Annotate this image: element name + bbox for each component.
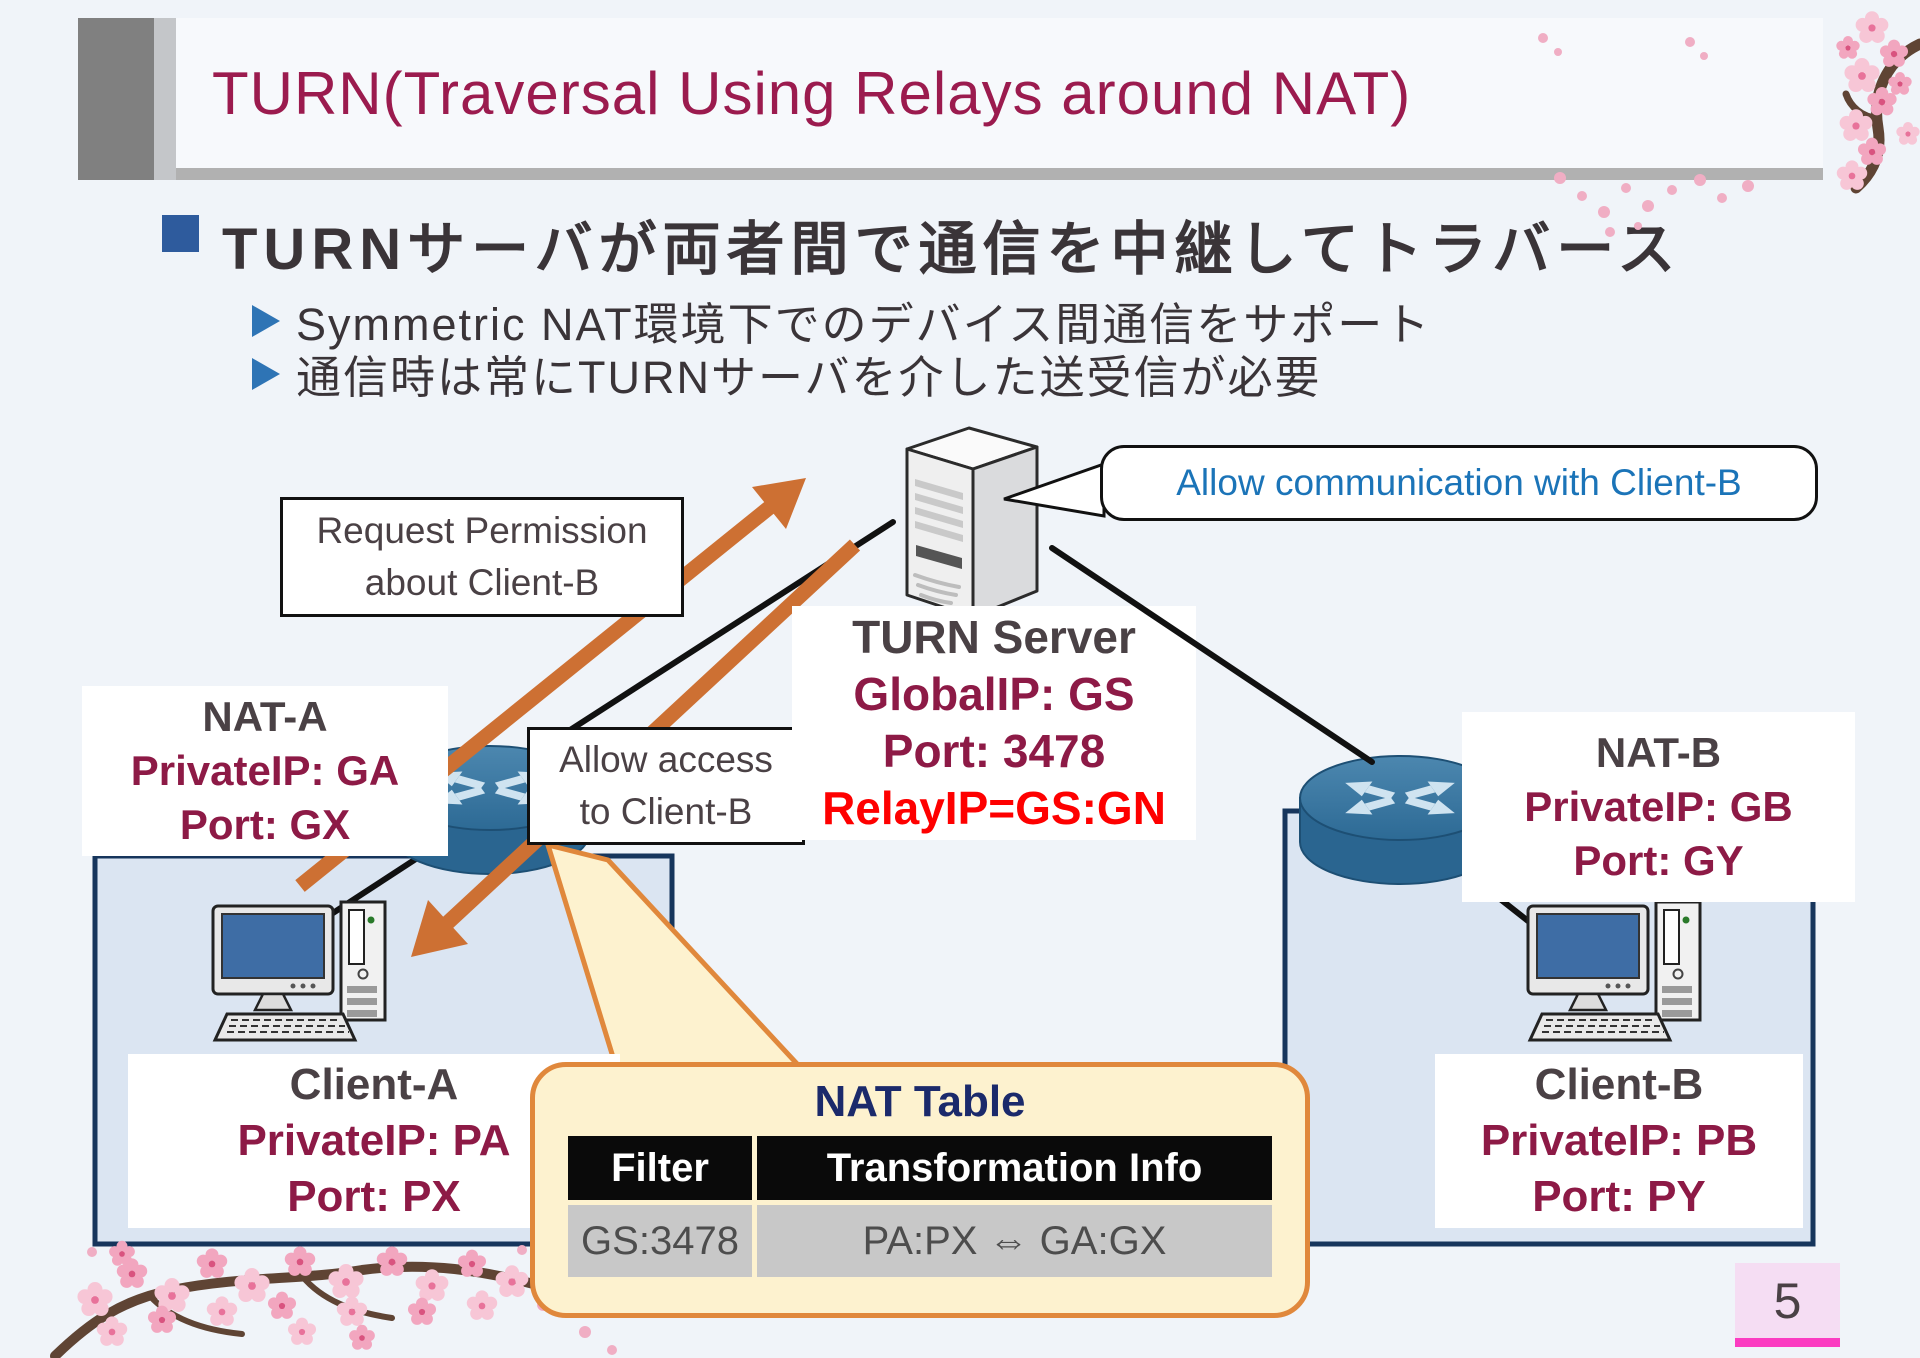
allow-access-line2: to Client-B bbox=[579, 791, 753, 832]
nat-table-callout: NAT Table Filter Transformation Info GS:… bbox=[530, 1062, 1310, 1318]
nat-a-private-ip: PrivateIP: GA bbox=[130, 747, 400, 794]
page-title: TURN(Traversal Using Relays around NAT) bbox=[212, 59, 1412, 127]
sub-bullet-2-text: 通信時は常にTURNサーバを介した送受信が必要 bbox=[296, 352, 1322, 403]
turn-server-relay-ip: RelayIP=GS:GN bbox=[822, 782, 1166, 834]
client-b-private-ip: PrivateIP: PB bbox=[1480, 1116, 1758, 1165]
title-panel bbox=[176, 18, 1823, 168]
nat-b-name: NAT-B bbox=[1595, 729, 1722, 776]
allow-access-line1: Allow access bbox=[559, 739, 773, 781]
turn-server-global-ip: GlobalIP: GS bbox=[853, 668, 1135, 720]
page-number: 5 bbox=[1773, 1272, 1802, 1329]
request-permission-line1: Request Permission bbox=[316, 510, 648, 552]
client-b-port: Port: PY bbox=[1532, 1172, 1706, 1221]
bullet-square-icon bbox=[162, 215, 199, 252]
client-b-label: Client-B PrivateIP: PB Port: PY bbox=[1435, 1054, 1803, 1228]
title-accent-block-dark bbox=[78, 18, 154, 180]
sub-bullet-arrow-icon bbox=[252, 304, 280, 337]
nat-b-private-ip: PrivateIP: GB bbox=[1524, 783, 1793, 830]
arrow-request-up-head bbox=[752, 478, 806, 529]
sub-bullet-arrow-icon bbox=[252, 357, 280, 390]
title-underline-bar bbox=[110, 168, 1823, 180]
nat-table-title: NAT Table bbox=[814, 1077, 1026, 1126]
request-permission-line2: about Client-B bbox=[364, 562, 600, 603]
turn-server-icon bbox=[905, 426, 1039, 619]
nat-a-port: Port: GX bbox=[179, 801, 351, 848]
cherry-blossom-top-right bbox=[1538, 11, 1920, 237]
client-a-name: Client-A bbox=[289, 1060, 459, 1109]
nat-table-cell-filter: GS:3478 bbox=[568, 1205, 752, 1277]
nat-table-data-row: GS:3478 PA:PX ⇔ GA:GX bbox=[568, 1205, 1272, 1277]
nat-table: Filter Transformation Info GS:3478 PA:PX… bbox=[563, 1131, 1277, 1282]
sub-bullet-2: 通信時は常にTURNサーバを介した送受信が必要 bbox=[252, 341, 1322, 406]
nat-table-header-filter: Filter bbox=[568, 1136, 752, 1200]
request-permission-box: Request Permission about Client-B bbox=[280, 497, 684, 617]
sub-bullet-1: Symmetric NAT環境下でのデバイス間通信をサポート bbox=[252, 288, 1431, 353]
turn-server-port: Port: 3478 bbox=[882, 725, 1106, 777]
turn-server-name: TURN Server bbox=[852, 611, 1136, 663]
sub-bullet-1-text: Symmetric NAT環境下でのデバイス間通信をサポート bbox=[296, 299, 1432, 350]
title-accent-block-light bbox=[154, 18, 176, 180]
nat-b-label: NAT-B PrivateIP: GB Port: GY bbox=[1462, 712, 1855, 902]
client-a-computer-icon bbox=[211, 900, 387, 1042]
nat-a-name: NAT-A bbox=[202, 693, 328, 740]
allow-communication-bubble: Allow communication with Client-B bbox=[1100, 445, 1818, 521]
page-number-badge: 5 bbox=[1735, 1263, 1840, 1347]
client-b-computer-icon bbox=[1526, 900, 1702, 1042]
arrow-response-down-head bbox=[411, 900, 468, 957]
nat-table-header-row: Filter Transformation Info bbox=[568, 1136, 1272, 1200]
turn-server-label: TURN Server GlobalIP: GS Port: 3478 Rela… bbox=[792, 606, 1196, 840]
client-a-port: Port: PX bbox=[287, 1172, 461, 1221]
client-b-name: Client-B bbox=[1534, 1060, 1704, 1109]
client-a-private-ip: PrivateIP: PA bbox=[237, 1116, 511, 1165]
main-bullet-text: TURNサーバが両者間で通信を中継してトラバース bbox=[222, 217, 1682, 282]
cherry-blossom-bottom-left bbox=[50, 1240, 617, 1358]
nat-table-header-transformation: Transformation Info bbox=[757, 1136, 1272, 1200]
nat-a-label: NAT-A PrivateIP: GA Port: GX bbox=[82, 686, 448, 856]
nat-b-port: Port: GY bbox=[1573, 837, 1744, 884]
nat-table-cell-transformation: PA:PX ⇔ GA:GX bbox=[757, 1205, 1272, 1277]
allow-access-box: Allow access to Client-B bbox=[527, 727, 805, 845]
